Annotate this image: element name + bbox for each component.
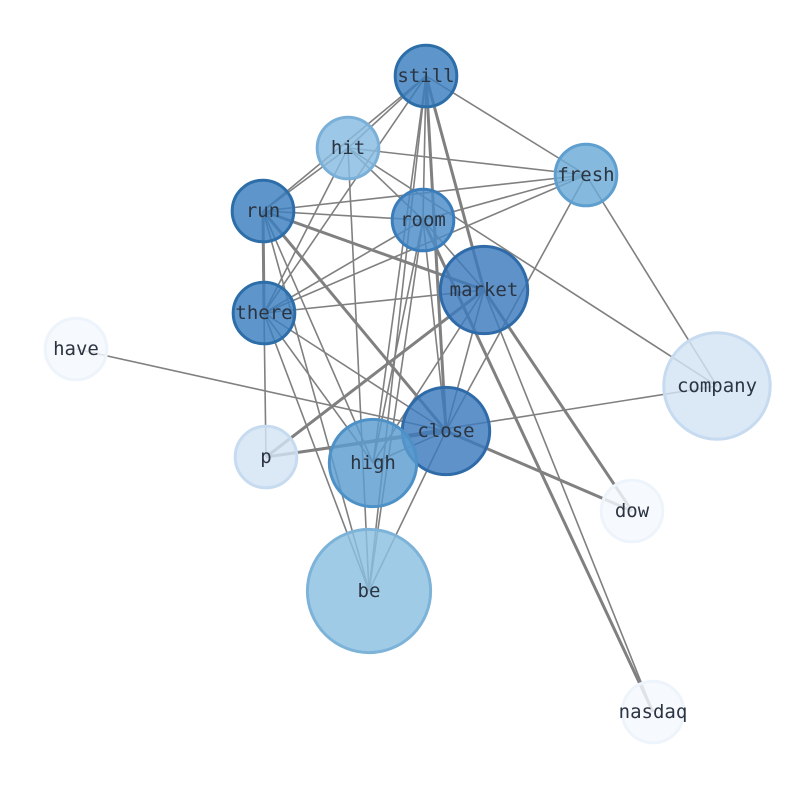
node-label-still: still — [397, 65, 454, 87]
node-label-close: close — [417, 420, 474, 442]
node-circle-p — [233, 424, 299, 490]
node-still: still — [393, 43, 459, 109]
node-room: room — [390, 187, 456, 253]
edge-run-high — [262, 210, 374, 464]
node-circle-market — [438, 244, 530, 336]
node-circle-be — [305, 527, 433, 655]
node-label-market: market — [450, 279, 519, 301]
node-be: be — [305, 527, 433, 655]
node-circle-company — [662, 331, 772, 441]
edge-run-be — [262, 210, 370, 592]
edge-still-high — [372, 75, 427, 464]
node-there: there — [231, 280, 297, 346]
node-label-there: there — [235, 302, 292, 324]
node-label-nasdaq: nasdaq — [619, 701, 688, 723]
node-label-company: company — [677, 375, 757, 397]
node-run: run — [230, 178, 296, 244]
node-circle-fresh — [553, 142, 619, 208]
node-label-be: be — [358, 580, 381, 602]
node-hit: hit — [315, 115, 381, 181]
edge-market-p — [265, 288, 485, 459]
node-label-run: run — [246, 200, 280, 222]
node-have: have — [43, 316, 109, 382]
node-circle-dow — [599, 478, 665, 544]
edge-run-close — [261, 210, 448, 432]
node-label-fresh: fresh — [557, 164, 614, 186]
node-circle-still — [393, 43, 459, 109]
edge-hit-fresh — [347, 147, 587, 176]
node-circle-run — [230, 178, 296, 244]
node-market: market — [438, 244, 530, 336]
node-fresh: fresh — [553, 142, 619, 208]
edge-hit-be — [347, 147, 370, 592]
node-layer: still hit fresh run room market there have compa… — [43, 43, 772, 745]
node-dow: dow — [599, 478, 665, 544]
node-label-p: p — [260, 446, 271, 468]
node-label-high: high — [350, 452, 396, 474]
edge-still-close — [424, 75, 448, 432]
node-circle-high — [327, 417, 419, 509]
node-p: p — [233, 424, 299, 490]
node-label-dow: dow — [615, 500, 650, 522]
edge-have-close — [75, 348, 447, 432]
edge-market-nasdaq — [483, 289, 654, 713]
node-circle-hit — [315, 115, 381, 181]
node-nasdaq: nasdaq — [619, 679, 688, 745]
node-company: company — [662, 331, 772, 441]
node-high: high — [327, 417, 419, 509]
node-label-room: room — [400, 209, 446, 231]
node-label-hit: hit — [331, 137, 365, 159]
node-label-have: have — [53, 338, 99, 360]
node-circle-room — [390, 187, 456, 253]
node-circle-there — [231, 280, 297, 346]
node-circle-nasdaq — [620, 679, 686, 745]
edge-hit-company — [347, 147, 718, 387]
node-circle-have — [43, 316, 109, 382]
